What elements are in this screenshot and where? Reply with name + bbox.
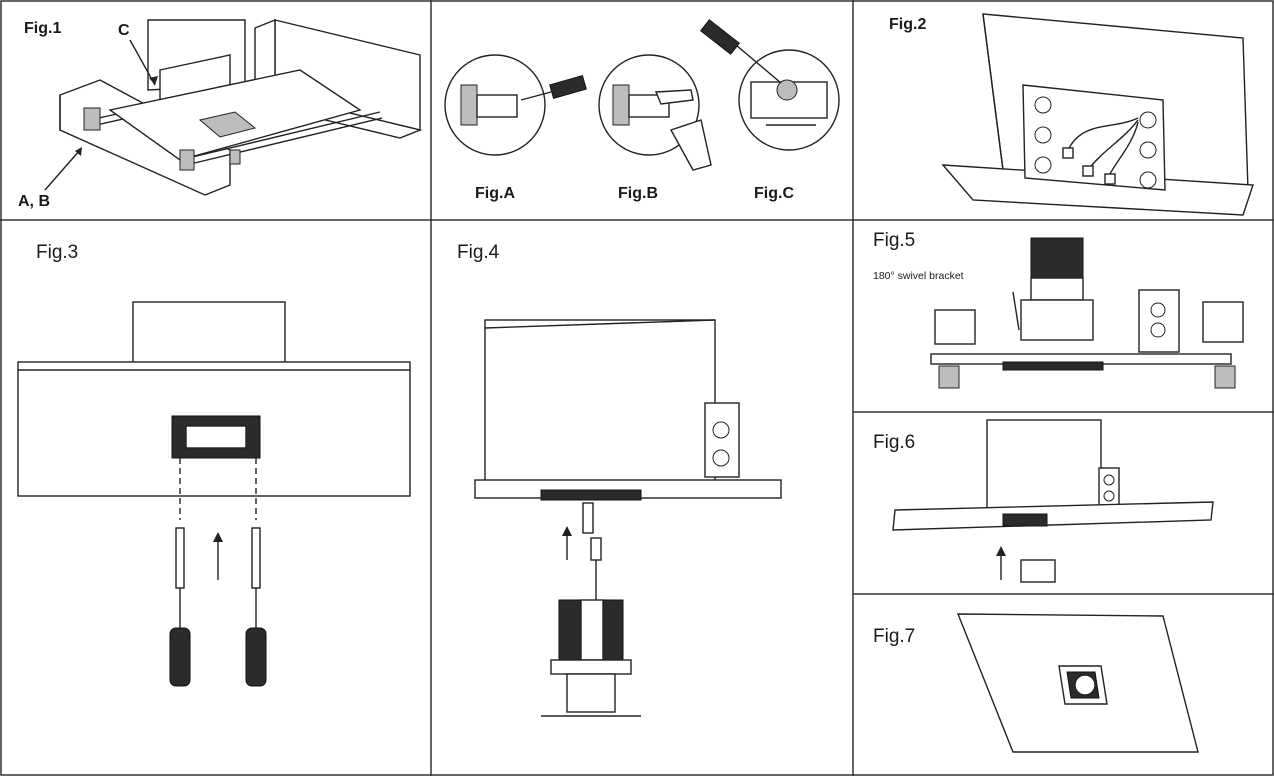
fig2-panel: Fig.2 bbox=[853, 0, 1274, 220]
fig1-callout-ab: A, B bbox=[18, 193, 50, 210]
fig1-callout-c: C bbox=[118, 22, 130, 39]
figabc-panel: Fig.A Fig.B Fig.C bbox=[431, 0, 853, 220]
fig5-annotation: 180° swivel bracket bbox=[873, 270, 964, 282]
fig5-panel: Fig.5 180° swivel bracket bbox=[853, 220, 1274, 412]
figB-title: Fig.B bbox=[618, 185, 658, 202]
fig1-panel: Fig.1 C A, B bbox=[0, 0, 431, 220]
fig6-panel: Fig.6 bbox=[853, 412, 1274, 594]
fig5-swivel-bracket-drawing bbox=[930, 237, 1244, 389]
fig2-title: Fig.2 bbox=[889, 16, 927, 33]
fig7-panel: Fig.7 bbox=[853, 594, 1274, 776]
fig4-panel: Fig.4 bbox=[431, 220, 853, 776]
fig7-title: Fig.7 bbox=[873, 626, 916, 647]
figC-title: Fig.C bbox=[754, 185, 794, 202]
fig7-ceiling-drawing bbox=[956, 613, 1199, 753]
fig4-title: Fig.4 bbox=[457, 242, 500, 263]
fig3-title: Fig.3 bbox=[36, 242, 79, 263]
fig6-title: Fig.6 bbox=[873, 432, 916, 453]
fig2-junction-box-drawing bbox=[941, 13, 1254, 216]
figA-title: Fig.A bbox=[475, 185, 515, 202]
fig6-trim-insert-drawing bbox=[892, 419, 1214, 583]
fig3-panel: Fig.3 bbox=[0, 220, 431, 776]
fig1-joist-frame-drawing bbox=[44, 18, 423, 196]
fig1-title: Fig.1 bbox=[24, 20, 62, 37]
fig5-title: Fig.5 bbox=[873, 230, 916, 251]
figabc-detail-drawings bbox=[444, 19, 840, 171]
fig4-lamp-insert-drawing bbox=[474, 319, 782, 717]
fig3-trim-install-drawing bbox=[17, 301, 411, 687]
